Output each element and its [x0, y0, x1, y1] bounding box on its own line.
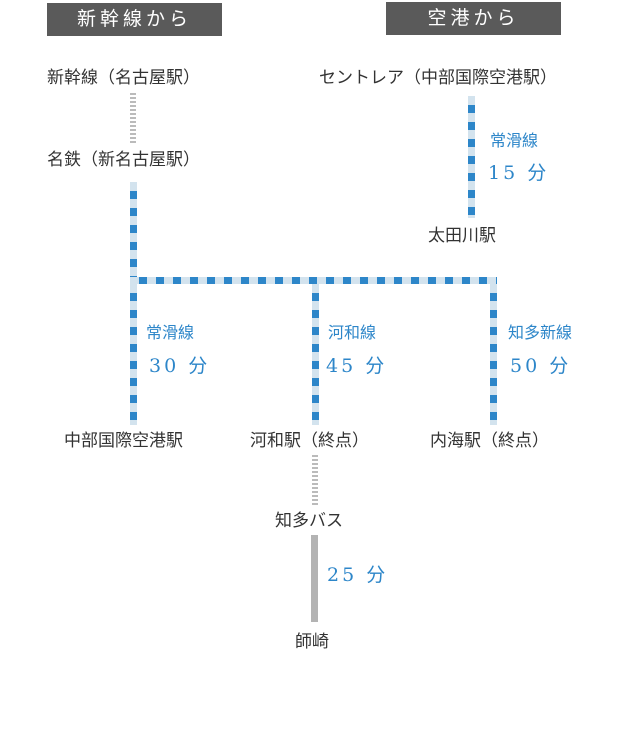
route-chita-shin-duration: 50 分: [510, 355, 572, 377]
station-utsumi: 内海駅（終点）: [430, 431, 549, 451]
transfer-walk-connector: [130, 93, 136, 143]
station-morozaki: 師崎: [295, 632, 329, 652]
route-bus-duration: 25 分: [327, 564, 389, 586]
header-from-shinkansen: 新幹線から: [47, 3, 222, 36]
station-centrair: セントレア（中部国際空港駅）: [319, 68, 557, 88]
route-kowa-duration: 45 分: [326, 355, 388, 377]
route-airport-tokoname-duration: 15 分: [488, 162, 550, 184]
transfer-bus-connector: [312, 455, 318, 506]
station-kowa: 河和駅（終点）: [250, 431, 369, 451]
bus-route-line: [311, 535, 318, 622]
station-chubu-airport: 中部国際空港駅: [64, 431, 183, 451]
station-otagawa: 太田川駅: [428, 226, 496, 246]
kowa-line: [312, 284, 319, 425]
airport-tokoname-line: [468, 96, 475, 218]
route-airport-tokoname-line-name: 常滑線: [490, 131, 539, 150]
branch-horizontal-line: [130, 277, 497, 284]
station-chita-bus: 知多バス: [275, 511, 343, 531]
route-chita-shin-line-name: 知多新線: [508, 323, 573, 342]
chita-shin-line: [490, 284, 497, 425]
station-shinkansen-nagoya: 新幹線（名古屋駅）: [47, 68, 200, 88]
route-tokoname-duration: 30 分: [149, 355, 211, 377]
header-from-airport: 空港から: [386, 2, 561, 35]
tokoname-line-trunk: [130, 182, 137, 425]
route-kowa-line-name: 河和線: [328, 323, 377, 342]
route-tokoname-line-name: 常滑線: [146, 323, 195, 342]
station-meitetsu-shin-nagoya: 名鉄（新名古屋駅）: [47, 150, 200, 170]
